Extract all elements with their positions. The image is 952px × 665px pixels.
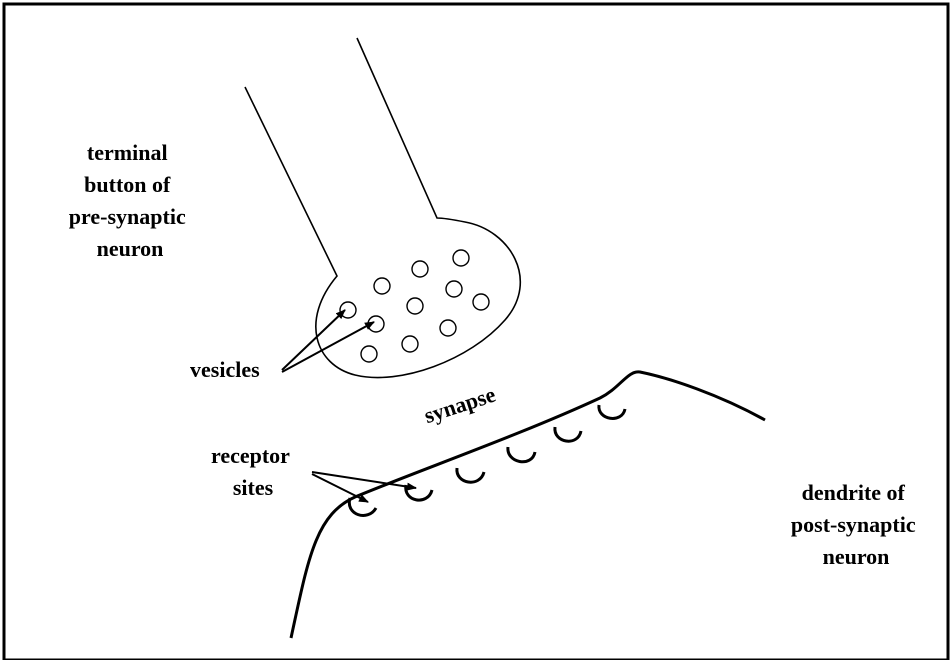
- receptor-sites-arrow: [312, 474, 368, 502]
- vesicle: [440, 320, 456, 336]
- receptor-site: [457, 468, 484, 482]
- receptor-site: [599, 405, 625, 418]
- synapse-label: synapse: [421, 382, 499, 429]
- vesicle: [374, 278, 390, 294]
- dendrite-label: dendrite of post-synaptic neuron: [791, 480, 921, 569]
- terminal-button-label: terminal button of pre-synaptic neuron: [69, 140, 191, 261]
- receptor-site: [555, 427, 581, 441]
- vesicles-arrow: [282, 310, 345, 370]
- vesicle: [473, 294, 489, 310]
- vesicle: [453, 250, 469, 266]
- vesicle: [446, 281, 462, 297]
- vesicles-label: vesicles: [190, 357, 260, 382]
- vesicle: [402, 336, 418, 352]
- vesicles-arrow: [282, 322, 374, 372]
- vesicle: [412, 261, 428, 277]
- vesicle: [340, 302, 356, 318]
- postsynaptic-dendrite-outline: [291, 372, 765, 638]
- vesicle: [407, 298, 423, 314]
- receptor-sites-label: receptor sites: [211, 443, 295, 500]
- receptor-site: [349, 498, 376, 515]
- diagram-frame: [4, 4, 948, 660]
- vesicle-group: [340, 250, 489, 362]
- receptor-site-group: [349, 405, 625, 515]
- vesicle: [361, 346, 377, 362]
- receptor-site: [508, 447, 535, 462]
